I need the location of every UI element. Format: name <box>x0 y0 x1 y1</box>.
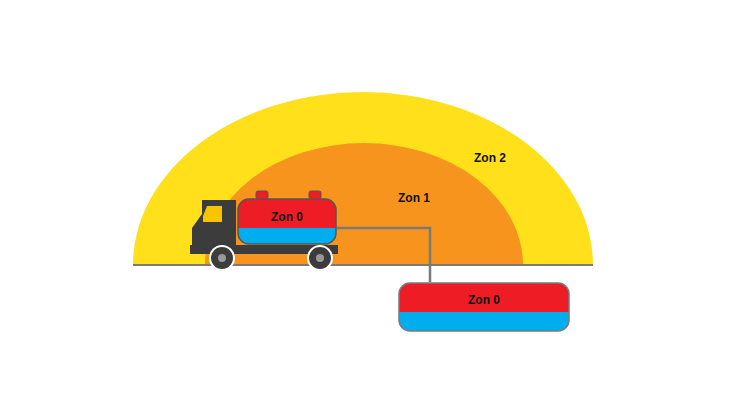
zone-label: Zon 0 <box>468 293 500 307</box>
zone-band: Zon 2 Zon 1 Zon 0 <box>133 92 593 265</box>
zone-fill <box>205 143 523 265</box>
zone-label: Zon 1 <box>398 191 430 205</box>
tank-dome <box>309 191 321 199</box>
tank-zone: Zon 0 <box>237 198 337 245</box>
tank-zone-outline <box>398 282 570 332</box>
truck-cab <box>192 200 236 250</box>
tank-zone: Zon 0 <box>398 282 570 332</box>
truck-chassis <box>190 245 338 254</box>
wheel-hub <box>316 254 324 262</box>
truck-wheel <box>308 246 332 270</box>
tank-dome <box>256 191 268 199</box>
wheel-hub <box>218 254 226 262</box>
zone-fill <box>133 92 593 265</box>
ground-line <box>133 264 593 266</box>
tank-body <box>399 283 569 331</box>
cab-window <box>203 206 222 222</box>
zone-label: Zon 2 <box>474 151 506 165</box>
tank-body <box>238 199 336 244</box>
pipe-connector <box>337 228 430 282</box>
truck-wheel <box>210 246 234 270</box>
zone-label: Zon 0 <box>271 210 303 224</box>
